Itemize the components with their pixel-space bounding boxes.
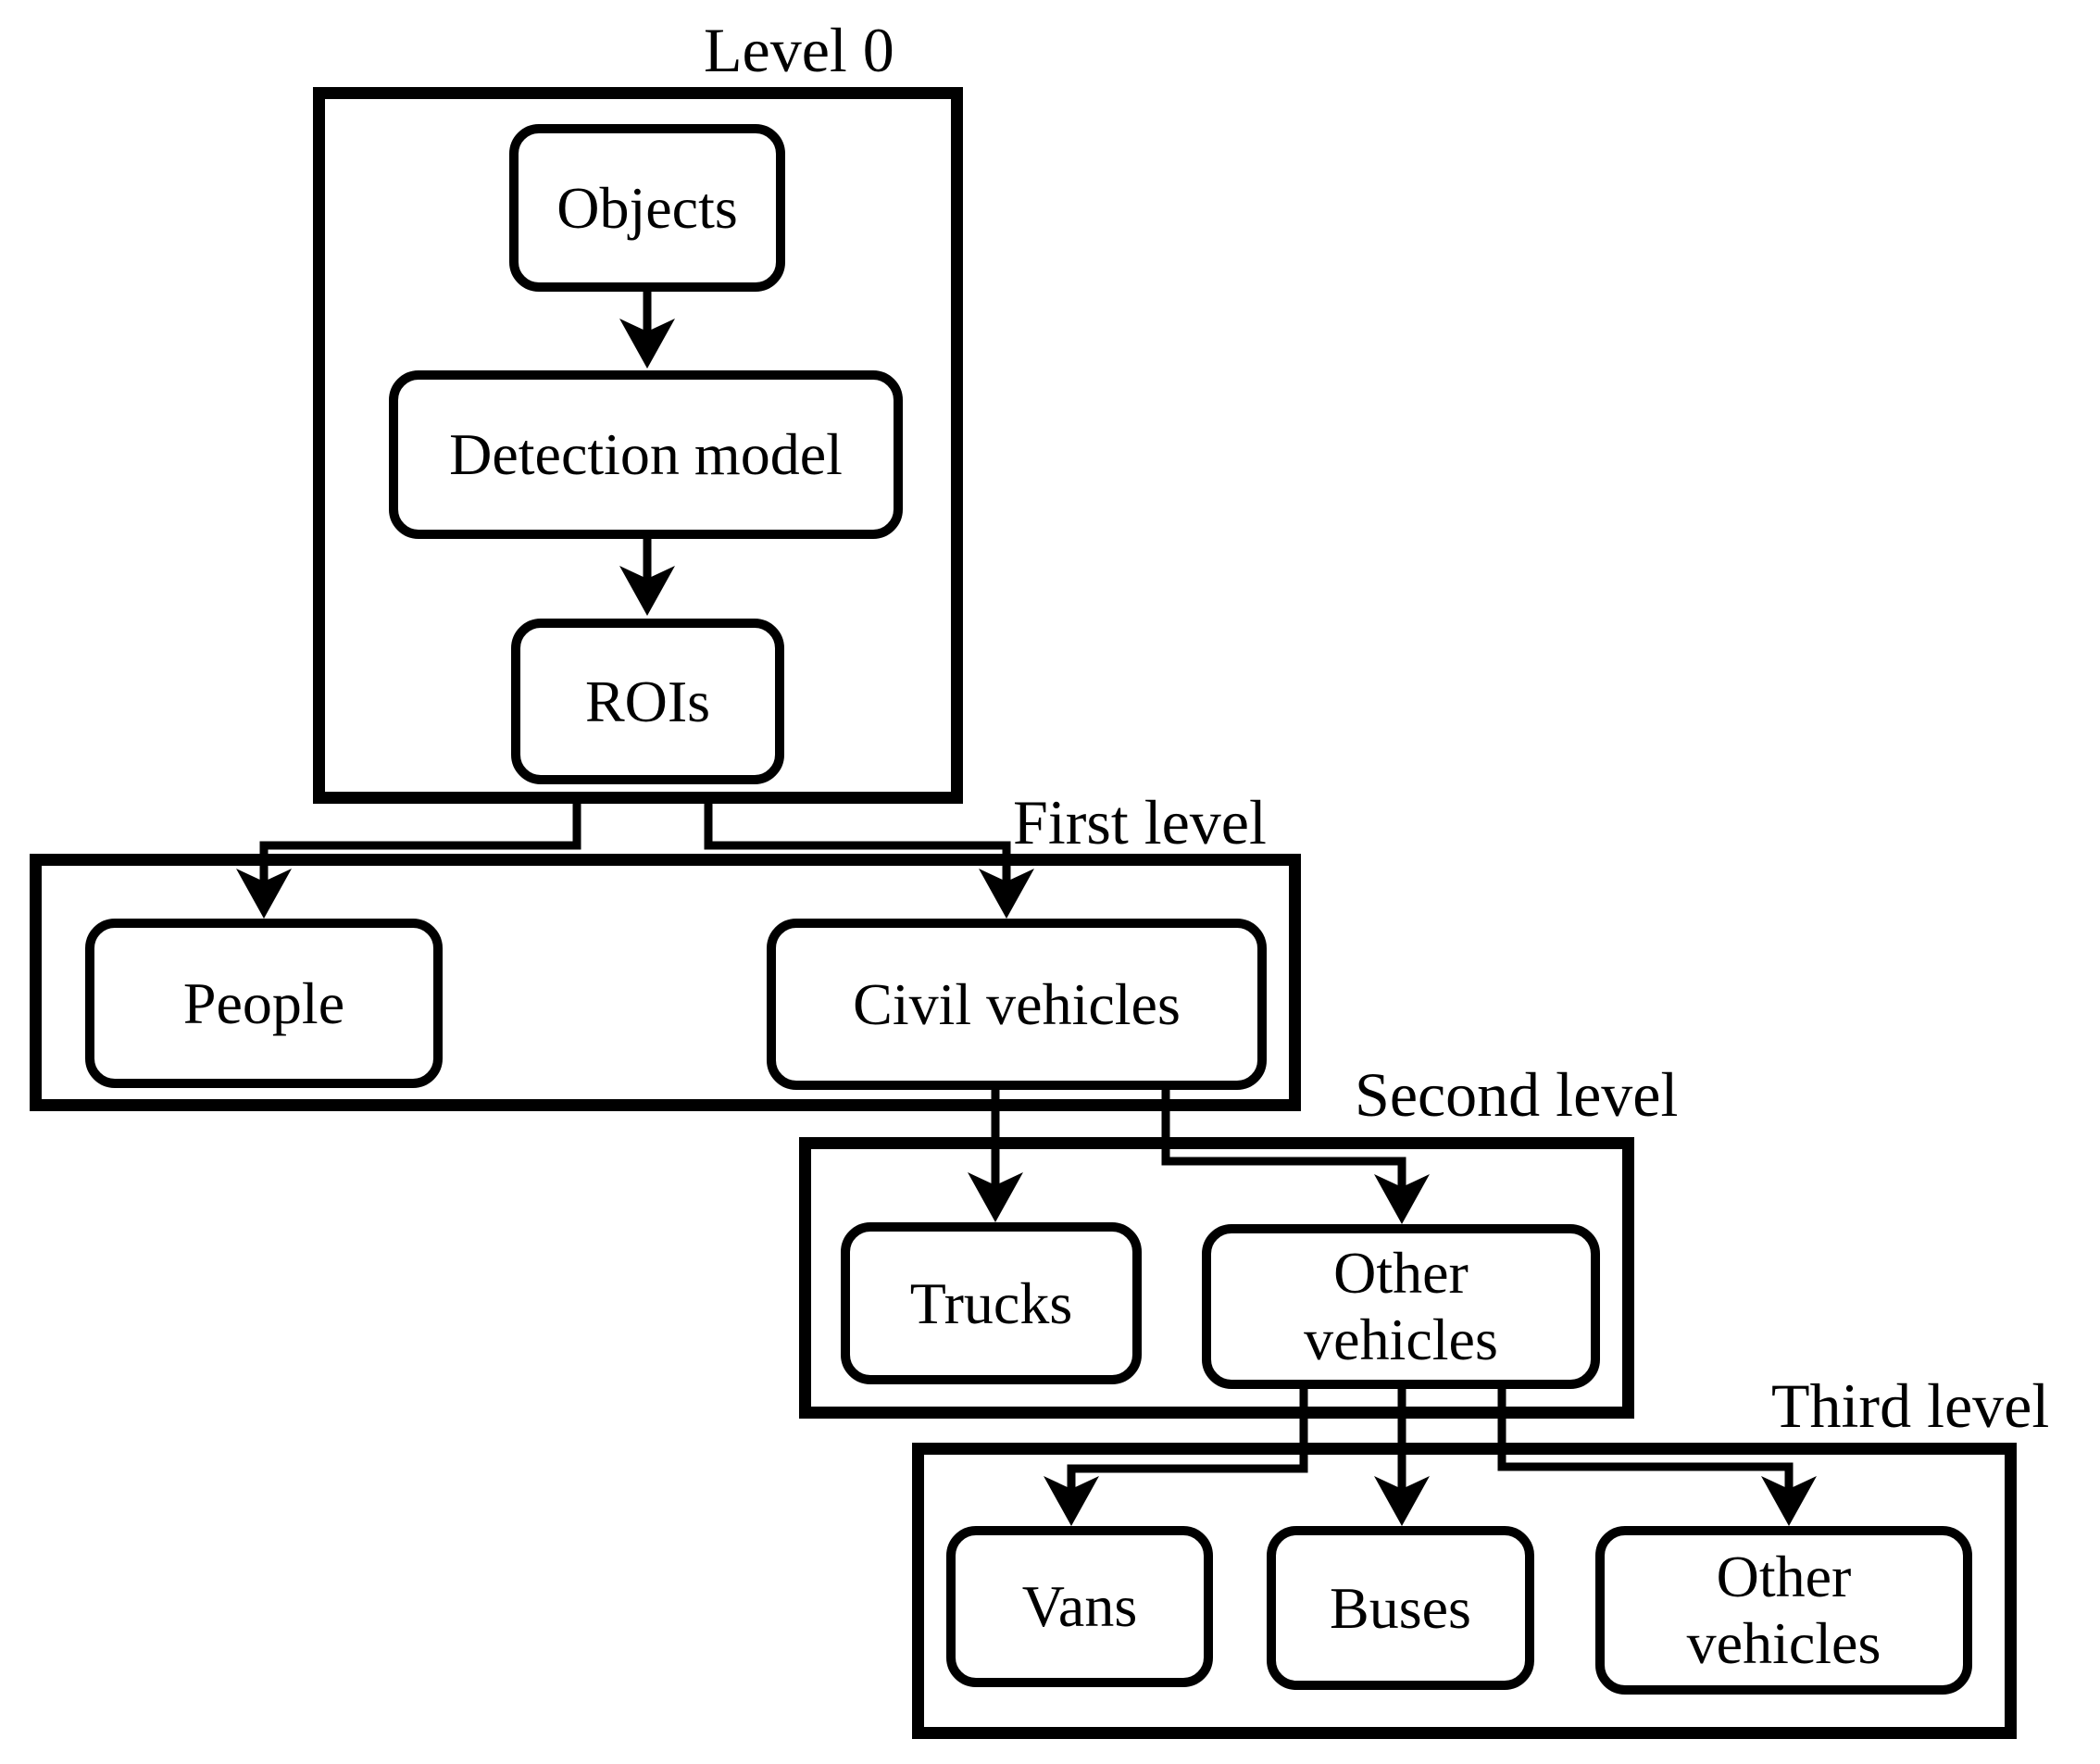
arrowhead-rois-to-civil-vehicles (979, 869, 1034, 919)
second-level-container (799, 1137, 1634, 1419)
third-level-container (912, 1443, 2017, 1739)
arrowhead-other2-to-other-vehicles-3 (1761, 1476, 1817, 1526)
node-people-label: People (182, 970, 345, 1036)
first-level-container (30, 854, 1301, 1111)
node-trucks: Trucks (841, 1222, 1142, 1384)
edge-other2-to-vans (1067, 1383, 1308, 1493)
arrowhead-other2-to-vans (1044, 1476, 1099, 1526)
arrowhead-civil-to-other-vehicles-2 (1374, 1174, 1430, 1224)
first-level-label: First level (1013, 787, 1267, 857)
arrowhead-other2-to-buses (1374, 1476, 1430, 1526)
node-buses-label: Buses (1330, 1574, 1471, 1641)
node-other-vehicles-second-level: Other vehicles (1202, 1224, 1600, 1389)
node-objects-label: Objects (556, 174, 738, 241)
edge-other2-to-other-vehicles-3 (1497, 1383, 1794, 1493)
node-other-vehicles-third-level: Other vehicles (1595, 1526, 1972, 1695)
node-vans: Vans (946, 1526, 1213, 1687)
node-rois-label: ROIs (584, 668, 711, 734)
node-other-vehicles-second-level-label: Other vehicles (1304, 1240, 1498, 1372)
node-vans-label: Vans (1021, 1573, 1138, 1640)
node-civil-vehicles: Civil vehicles (767, 919, 1267, 1090)
node-trucks-label: Trucks (909, 1270, 1073, 1336)
second-level-label: Second level (1355, 1059, 1679, 1130)
node-rois: ROIs (511, 619, 784, 784)
node-buses: Buses (1267, 1526, 1534, 1690)
level0-container (313, 87, 963, 804)
arrowhead-rois-to-people (236, 869, 292, 919)
arrowhead-detection-to-rois (619, 566, 675, 616)
node-objects: Objects (509, 124, 785, 292)
node-other-vehicles-third-level-label: Other vehicles (1686, 1544, 1881, 1676)
edge-civil-to-other-vehicles-2 (1161, 1085, 1406, 1191)
node-civil-vehicles-label: Civil vehicles (853, 970, 1181, 1037)
arrowhead-civil-to-trucks (968, 1172, 1023, 1222)
node-detection-model-label: Detection model (449, 421, 843, 488)
level0-label: Level 0 (704, 15, 894, 85)
node-people: People (85, 919, 443, 1088)
arrowhead-objects-to-detection (619, 319, 675, 369)
third-level-label: Third level (1771, 1370, 2050, 1441)
node-detection-model: Detection model (389, 370, 903, 539)
